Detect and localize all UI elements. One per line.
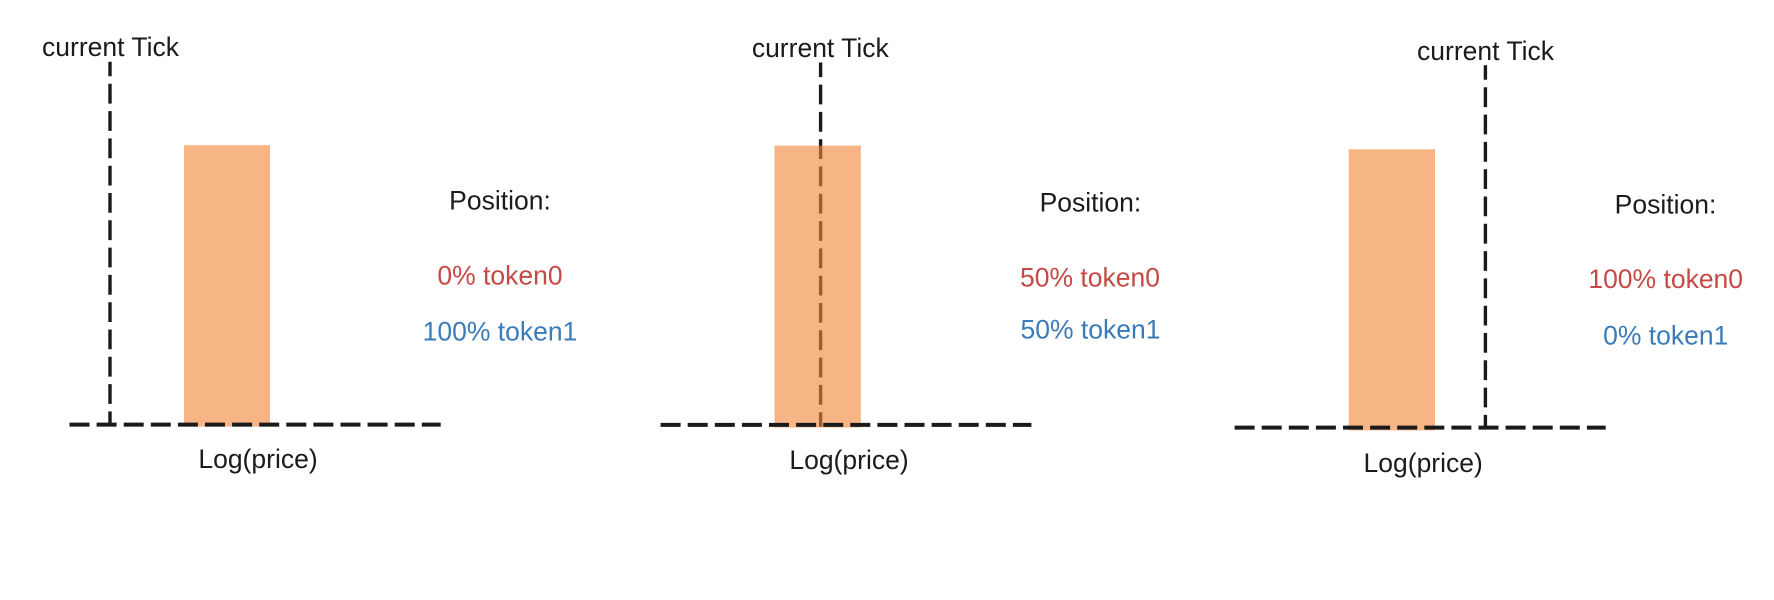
svg-text:Position:: Position: xyxy=(1615,190,1717,220)
svg-text:50% token0: 50% token0 xyxy=(1020,263,1160,293)
svg-text:100% token0: 100% token0 xyxy=(1588,264,1743,294)
svg-text:Log(price): Log(price) xyxy=(198,444,317,474)
svg-text:50% token1: 50% token1 xyxy=(1021,315,1161,345)
svg-text:Log(price): Log(price) xyxy=(789,445,908,475)
svg-text:current Tick: current Tick xyxy=(1417,36,1555,66)
svg-text:Position:: Position: xyxy=(449,186,551,216)
svg-text:current Tick: current Tick xyxy=(42,32,180,62)
svg-text:100% token1: 100% token1 xyxy=(423,317,578,347)
svg-text:Position:: Position: xyxy=(1040,188,1142,218)
svg-text:0% token1: 0% token1 xyxy=(1603,320,1728,350)
svg-text:Log(price): Log(price) xyxy=(1364,448,1483,478)
svg-text:0% token0: 0% token0 xyxy=(437,261,562,291)
svg-text:current Tick: current Tick xyxy=(752,33,890,63)
